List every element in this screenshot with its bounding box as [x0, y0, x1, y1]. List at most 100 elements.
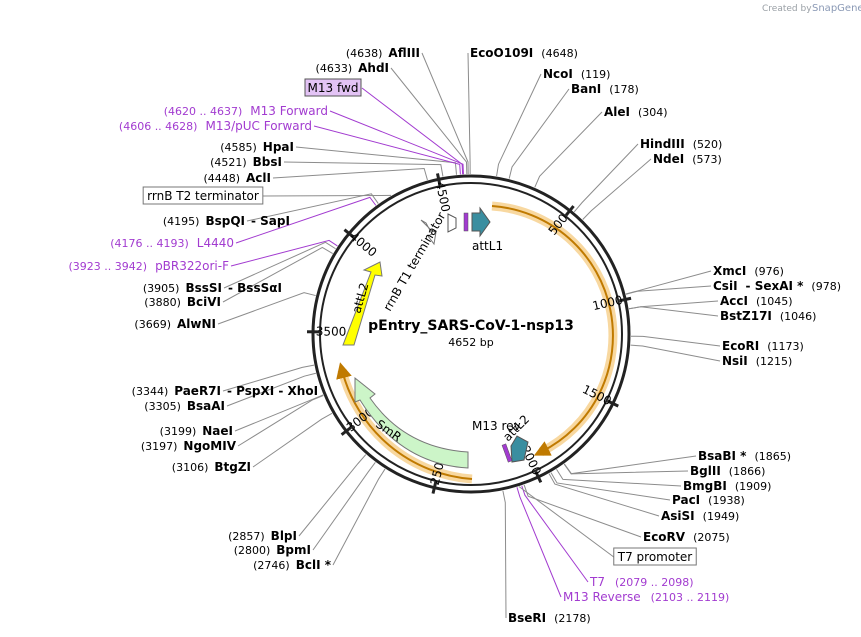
leader-AsiSI: [548, 473, 660, 517]
site-pos-AclI: (4448): [203, 172, 240, 185]
site-extra-PaeR7I: - PspXI - XhoI: [227, 384, 318, 398]
primer-pos-2: (4606 .. 4628): [119, 120, 198, 133]
leader-BspQI: [246, 193, 379, 222]
site-name-AsiSI: AsiSI: [661, 509, 695, 523]
leader-BanI: [508, 88, 570, 179]
site-pos-BseRI: (2178): [554, 612, 591, 625]
site-name-BanI: BanI: [571, 82, 601, 96]
site-extra-CsiI: - SexAI *: [746, 279, 805, 293]
site-pos-PacI: (1938): [708, 494, 745, 507]
primer-pos-5: (2079 .. 2098): [615, 576, 694, 589]
primer-pos-1: (4620 .. 4637): [164, 105, 243, 118]
site-pos-BlpI: (2857): [228, 530, 265, 543]
orf-arc-backbone-core: [336, 362, 473, 480]
leader-BtgZI: [252, 412, 333, 468]
site-name-AhdI: AhdI: [358, 61, 389, 75]
site-name-BsaAI: BsaAI: [187, 399, 225, 413]
plasmid-title: pEntry_SARS-CoV-1-nsp13: [368, 318, 574, 334]
primer-name-2: M13/pUC Forward: [205, 119, 312, 133]
site-name-BmgBI: BmgBI: [683, 479, 727, 493]
credit-prefix: Created by: [762, 4, 812, 14]
site-pos-XmcI: (976): [754, 265, 784, 278]
primer-leader-6: [516, 487, 562, 598]
leader-BstZ17I: [628, 306, 719, 317]
site-pos-NdeI: (573): [692, 153, 722, 166]
site-pos-NaeI: (3199): [160, 425, 197, 438]
site-pos-BssSI: (3905): [143, 282, 180, 295]
site-name-AlwNI: AlwNI: [177, 317, 216, 331]
leader-AlwNI: [217, 292, 316, 325]
leader-lines: [217, 52, 721, 619]
primer-name-1: M13 Forward: [250, 104, 328, 118]
site-name-BtgZI: BtgZI: [214, 460, 251, 474]
tick-4000: [343, 228, 355, 239]
site-name-NaeI: NaeI: [202, 424, 233, 438]
site-name-BssSI: BssSI: [185, 281, 222, 295]
site-pos-BciVI: (3880): [144, 296, 181, 309]
site-extra-BssSI: - BssSαI: [228, 281, 282, 295]
primer-leader-1: [329, 110, 464, 175]
leader-CsiI: [625, 285, 712, 295]
primer-name-3: L4440: [197, 236, 234, 250]
primer-leader-3: [235, 196, 377, 244]
site-name-BlpI: BlpI: [271, 529, 297, 543]
site-pos-NsiI: (1215): [756, 355, 793, 368]
boxed-feature-frame-1: [613, 547, 697, 566]
backbone-outer: [311, 174, 631, 494]
site-pos-AlwNI: (3669): [134, 318, 171, 331]
leader-BpmI: [312, 461, 376, 551]
site-name-HpaI: HpaI: [263, 140, 294, 154]
leader-BssSI: [223, 241, 336, 289]
site-pos-AsiSI: (1949): [703, 510, 740, 523]
site-name-XmcI: XmcI: [713, 264, 746, 278]
site-extra-BspQI: - SapI: [251, 214, 290, 228]
site-name-BseRI: BseRI: [508, 611, 546, 625]
credit-brand: SnapGene: [812, 3, 861, 14]
tick-label-3500: 3500: [316, 324, 347, 338]
tick-1500: [606, 399, 619, 408]
boxed-feature-1: T7 promoter: [617, 550, 693, 564]
attl1-label: attL1: [472, 239, 503, 253]
primer-pos-6: (2103 .. 2119): [651, 591, 730, 604]
site-pos-CsiI: (978): [811, 280, 841, 293]
primer-name-0: M13 fwd: [308, 81, 359, 95]
leader-BseRI: [502, 490, 507, 619]
boxed-feature-leader-1: [518, 486, 615, 558]
primer-leader-4: [230, 239, 338, 267]
leader-NsiI: [630, 344, 721, 362]
ori-arrow: [342, 261, 383, 346]
leader-AleI: [534, 111, 603, 188]
leader-PaeR7I: [222, 364, 315, 392]
leader-HpaI: [295, 146, 457, 175]
primer-name-6: M13 Reverse: [563, 590, 641, 604]
leader-BglII: [563, 463, 689, 475]
site-pos-EcoRV: (2075): [693, 531, 730, 544]
site-name-CsiI: CsiI: [713, 279, 738, 293]
leader-XmcI: [625, 270, 712, 295]
leader-AccI: [628, 300, 719, 310]
site-name-PacI: PacI: [672, 493, 700, 507]
tick-label-4000: 4000: [347, 229, 379, 259]
leader-EcoRV: [523, 484, 642, 538]
m13-rev-label: M13 rev: [472, 419, 521, 433]
site-pos-BstZ17I: (1046): [780, 310, 817, 323]
site-pos-AccI: (1045): [756, 295, 793, 308]
tick-4500: [435, 173, 442, 186]
leader-BclI: [332, 468, 386, 566]
primer-name-4: pBR322ori-F: [155, 259, 229, 273]
site-pos-AhdI: (4633): [316, 62, 353, 75]
tick-label-1000: 1000: [591, 293, 624, 313]
site-labels: AflIII(4638)AhdI(4633)EcoO109I(4648)NcoI…: [69, 46, 842, 625]
primer-pos-4: (3923 .. 3942): [69, 260, 148, 273]
site-name-EcoRI: EcoRI: [722, 339, 759, 353]
leader-BmgBI: [556, 468, 682, 487]
smr-arrow: [354, 376, 469, 469]
backbone-inner: [319, 182, 623, 486]
site-pos-EcoRI: (1173): [767, 340, 804, 353]
primer-leader-2: [313, 125, 461, 175]
attl1-arrow: [471, 206, 491, 238]
plasmid-length: 4652 bp: [448, 336, 493, 349]
tick-3000: [340, 426, 352, 436]
site-pos-NgoMIV: (3197): [141, 440, 178, 453]
site-name-BglII: BglII: [690, 464, 721, 478]
